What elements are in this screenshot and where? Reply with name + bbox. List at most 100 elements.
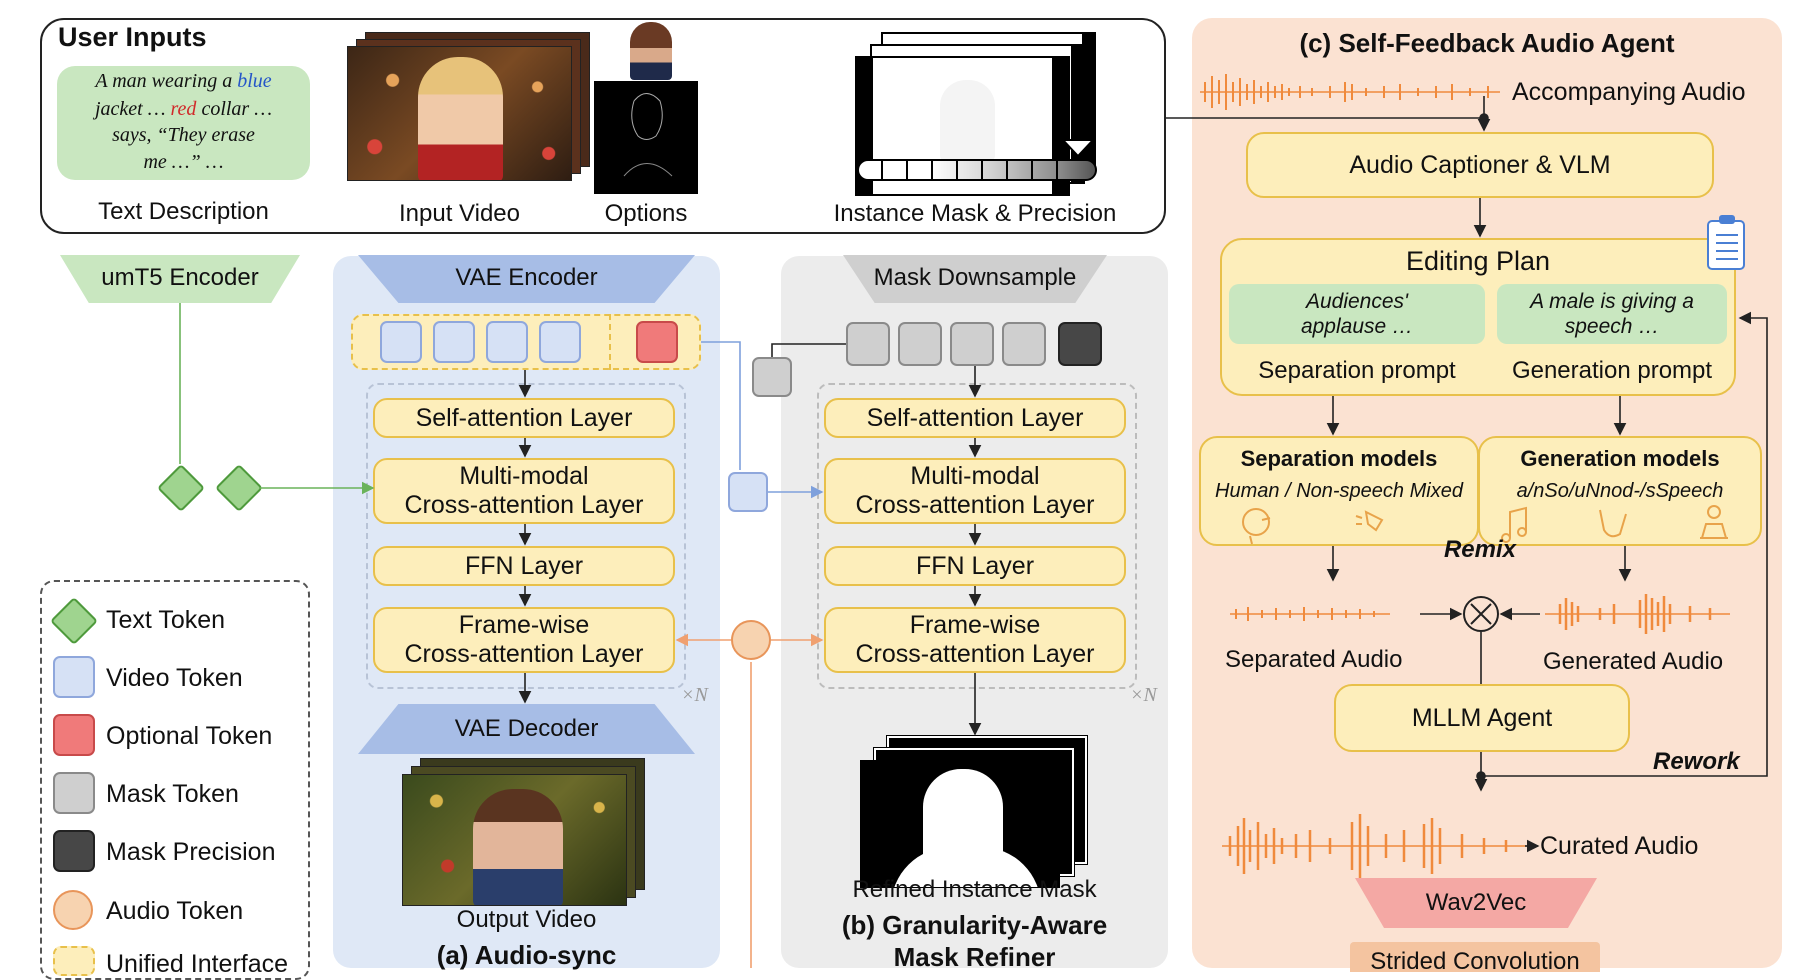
panel-a-ffn-layer: FFN Layer [373,546,675,586]
vae-encoder-label: VAE Encoder [455,264,598,291]
umt5-encoder-label: umT5 Encoder [101,264,259,291]
legend-swatch-mask-token [53,772,95,814]
options-label: Options [604,200,688,227]
mask-downsample-shape [843,255,1107,303]
options-sketch-lines [623,93,673,177]
precision-slider[interactable] [857,159,1097,181]
remix-cross-icon [1470,603,1492,625]
vae-decoder-label: VAE Decoder [454,715,599,742]
legend-label-optional-token: Optional Token [106,722,273,750]
text-description-label: Text Description [98,198,269,225]
separation-prompt-label: Separation prompt [1258,357,1456,384]
legend-label-mask-precision: Mask Precision [106,838,276,866]
panel-b-repeat-label: ×N [1130,684,1157,706]
options-portrait [630,22,672,80]
panel-b-self-attention-layer: Self-attention Layer [824,398,1126,438]
clipboard-lines [1716,234,1738,260]
mask-token [950,322,994,366]
audio-captioner-vlm: Audio Captioner & VLM [1246,132,1714,198]
instance-mask-silhouette [940,80,995,160]
umt5-encoder-shape [60,255,300,303]
input-video-label: Input Video [399,200,520,227]
remix-operator-icon [1463,596,1499,632]
rework-label: Rework [1653,748,1740,775]
user-inputs-title: User Inputs [58,22,207,52]
mask-token [846,322,890,366]
legend-swatch-audio-token [53,890,93,930]
text-token [214,463,264,513]
video-token [486,321,528,363]
text-description-line3: says, “They erase [112,124,255,146]
panel-b-caption-line1: (b) Granularity-Aware [841,910,1108,940]
generation-prompt-label: Generation prompt [1511,357,1713,384]
legend-swatch-unified-interface [53,946,95,976]
legend-label-mask-token: Mask Token [106,780,239,808]
legend-swatch-mask-precision [53,830,95,872]
clipboard-clip [1719,215,1735,224]
output-video-frame [402,774,627,906]
video-token [380,321,422,363]
editing-plan-title: Editing Plan [1405,246,1551,276]
legend-swatch-optional-token [53,714,95,756]
vae-encoder-shape [358,255,695,303]
token-group-divider [609,314,611,370]
panel-b-repeat-frame [817,383,1137,689]
mask-token [1002,322,1046,366]
output-video-person [473,789,563,905]
input-video-person [418,57,503,180]
wav2vec-label: Wav2Vec [1425,889,1527,916]
wav2vec-shape [1355,878,1597,928]
refined-mask-frame [860,760,1060,888]
legend-label-text-token: Text Token [106,606,226,634]
panel-b-ffn-layer: FFN Layer [824,546,1126,586]
optional-token [636,321,678,363]
audio-token [731,620,771,660]
separation-prompt-text: Audiences'applause … [1229,284,1485,344]
panel-a-repeat-frame [366,383,686,689]
output-video-label: Output Video [456,906,597,933]
legend-label-video-token: Video Token [106,664,243,692]
mask-token [898,322,942,366]
legend-swatch-video-token [53,656,95,698]
text-description-card [57,66,310,180]
separated-audio-label: Separated Audio [1225,646,1403,673]
panel-c-title: (c) Self-Feedback Audio Agent [1299,28,1675,58]
separation-models-label: Separation models [1240,446,1438,471]
options-sketch [594,81,698,194]
strided-convolution-label: Strided Convolution [1370,948,1580,975]
mask-token-downsampled [752,357,792,397]
legend-label-audio-token: Audio Token [106,897,244,925]
mask-downsample-label: Mask Downsample [873,264,1077,291]
video-token-bridge [728,472,768,512]
panel-a-caption: (a) Audio-sync [436,940,617,970]
panel-a-repeat-label: ×N [681,684,708,706]
curated-audio-label: Curated Audio [1540,832,1699,860]
video-token [433,321,475,363]
mllm-agent-box: MLLM Agent [1334,684,1630,752]
clipboard-icon [1707,215,1745,270]
input-video-frame [347,46,572,181]
panel-a-self-attention-layer: Self-attention Layer [373,398,675,438]
instance-mask-label: Instance Mask & Precision [833,200,1117,227]
vae-decoder-shape [358,704,695,754]
text-description-line4: me …” … [143,151,224,173]
user-inputs-box [40,18,1166,234]
panel-b-caption-line2: Mask Refiner [893,942,1056,972]
text-description-line2: jacket … red collar … [94,98,272,120]
mask-precision-token [1058,322,1102,366]
text-description-line1: A man wearing a blue [95,70,272,92]
legend-label-unified-interface: Unified Interface [106,950,289,978]
generation-models-label: Generation models [1520,446,1720,471]
strided-convolution-box [1350,942,1600,972]
generation-models-sub: a/nSo/uNnod-/sSpeech [1516,480,1724,502]
text-token [156,463,206,513]
video-token [539,321,581,363]
accompanying-audio-label: Accompanying Audio [1512,78,1746,106]
generated-audio-label: Generated Audio [1543,648,1724,675]
remix-label: Remix [1443,536,1517,563]
